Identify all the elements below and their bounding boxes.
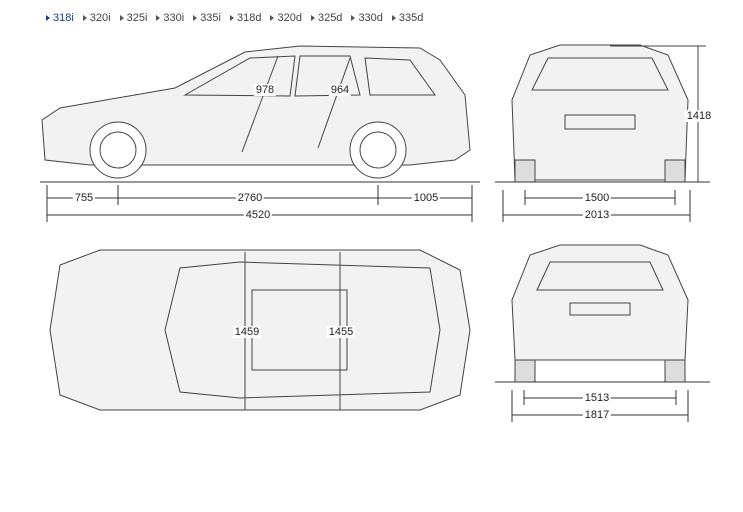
width-label: 1817 — [582, 409, 612, 421]
arrow-icon — [46, 15, 50, 21]
rear-interior-width-label: 1455 — [326, 326, 356, 338]
front-track-label: 1500 — [582, 192, 612, 204]
front-headroom-label: 978 — [253, 84, 277, 96]
front-interior-width-label: 1459 — [232, 326, 262, 338]
rear-track-label: 1513 — [582, 392, 612, 404]
front-view-car — [511, 44, 706, 183]
nav-item-330d[interactable]: 330d — [351, 12, 383, 24]
arrow-icon — [229, 15, 234, 21]
arrow-icon — [310, 15, 315, 21]
arrow-icon — [82, 15, 87, 21]
nav-item-320d[interactable]: 320d — [270, 12, 302, 24]
side-view-car — [41, 45, 471, 179]
length-label: 4520 — [243, 209, 273, 221]
rear-headroom-label: 964 — [328, 84, 352, 96]
nav-item-320i[interactable]: 320i — [82, 12, 111, 24]
nav-item-335d[interactable]: 335d — [391, 12, 423, 24]
wheelbase-label: 2760 — [235, 192, 265, 204]
arrow-icon — [156, 15, 161, 21]
arrow-icon — [351, 15, 356, 21]
nav-item-318d[interactable]: 318d — [229, 12, 261, 24]
height-label: 1418 — [684, 110, 714, 122]
width-mirrors-label: 2013 — [582, 209, 612, 221]
arrow-icon — [193, 15, 198, 21]
nav-item-330i[interactable]: 330i — [156, 12, 184, 24]
rear-overhang-label: 1005 — [411, 192, 441, 204]
nav-item-335i[interactable]: 335i — [193, 12, 221, 24]
nav-item-325i[interactable]: 325i — [119, 12, 147, 24]
nav-item-318i[interactable]: 318i — [46, 12, 74, 24]
front-overhang-label: 755 — [72, 192, 96, 204]
model-nav: 318i 320i 325i 330i 335i 318d 320d 325d … — [46, 12, 423, 24]
nav-item-325d[interactable]: 325d — [310, 12, 342, 24]
arrow-icon — [119, 15, 124, 21]
rear-view-car — [511, 244, 689, 383]
arrow-icon — [270, 15, 275, 21]
arrow-icon — [391, 15, 396, 21]
